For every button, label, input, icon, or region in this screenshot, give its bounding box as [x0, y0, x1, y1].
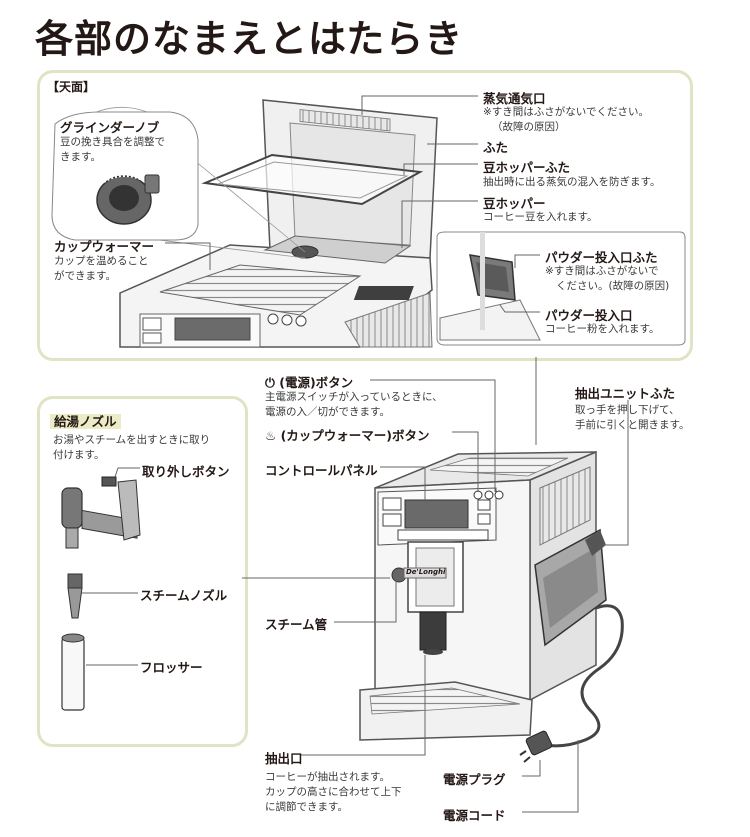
grinder-knob-desc-2: きます。 — [60, 151, 101, 163]
steam-pipe-label: スチーム管 — [265, 617, 328, 632]
frother-label: フロッサー — [140, 660, 203, 675]
powder-inlet-label: パウダー投入口 — [545, 308, 633, 323]
power-button-text: (電源)ボタン — [279, 375, 354, 390]
spout-desc-1: コーヒーが抽出されます。 — [265, 771, 390, 783]
powder-inlet-desc: コーヒー粉を入れます。 — [545, 323, 660, 335]
bean-hopper-lid-desc: 抽出時に出る蒸気の混入を防ぎます。 — [483, 176, 661, 188]
lid-label: ふた — [483, 140, 509, 155]
cup-warmer-label: カップウォーマー — [54, 239, 155, 254]
power-button-desc-1: 主電源スイッチが入っているときに、 — [265, 391, 443, 403]
nozzle-parts — [61, 476, 141, 711]
power-button-label: ⏻ (電源)ボタン — [265, 372, 353, 391]
power-icon: ⏻ — [265, 375, 280, 390]
main-machine — [359, 450, 624, 763]
leader-lines — [82, 95, 629, 813]
bean-hopper-lid-label: 豆ホッパーふた — [483, 160, 571, 175]
nozzle-panel-desc-1: お湯やスチームを出すときに取り — [53, 434, 211, 446]
power-button-desc-2: 電源の入／切ができます。 — [265, 406, 390, 418]
cup-warmer-icon: ♨ — [265, 428, 281, 443]
top-view-panel — [37, 70, 693, 361]
steam-nozzle-label: スチームノズル — [140, 588, 228, 603]
top-view-section-label: 【天面】 — [47, 80, 96, 94]
power-plug-shape — [525, 730, 553, 756]
powder-lid-desc-2: ください。(故障の原因) — [556, 280, 670, 292]
brew-unit-lid-label: 抽出ユニットふた — [575, 386, 676, 401]
brew-unit-desc-2: 手前に引くと開きます。 — [575, 419, 690, 431]
spout-desc-3: に調節できます。 — [265, 801, 348, 813]
control-panel-label: コントロールパネル — [265, 463, 378, 478]
cup-warmer-desc-2: ができます。 — [54, 270, 116, 282]
cup-warmer-shape — [159, 264, 362, 316]
grinder-knob-zoom — [51, 106, 306, 259]
bean-hopper-label: 豆ホッパー — [483, 196, 546, 211]
frother-shape — [61, 637, 85, 711]
bean-hopper-shape — [263, 235, 412, 264]
brew-unit-desc-1: 取っ手を押し下げて、 — [575, 404, 680, 416]
steam-vent-shape — [299, 109, 391, 132]
top-view-machine — [119, 99, 438, 348]
grinder-knob-label: グラインダーノブ — [60, 120, 160, 135]
release-button-shape — [101, 476, 117, 487]
powder-lid-desc-1: ※すき間はふさがないで — [545, 265, 659, 277]
cup-warmer-desc-1: カップを温めること — [54, 255, 149, 267]
cupwarmer-button-text: (カップウォーマー)ボタン — [280, 428, 430, 443]
powder-inlet-inset — [353, 231, 686, 346]
nozzle-panel-title-text: 給湯ノズル — [50, 414, 121, 429]
nozzle-panel-desc-2: 付けます。 — [53, 449, 105, 461]
steam-nozzle-shape — [67, 573, 83, 589]
nozzle-panel — [37, 396, 248, 747]
page-title: 各部のなまえとはたらき — [35, 17, 464, 61]
power-cord-label: 電源コード — [443, 808, 506, 823]
hot-water-nozzle-shape — [61, 487, 83, 529]
release-button-label: 取り外しボタン — [142, 464, 230, 479]
spout-label: 抽出口 — [265, 751, 303, 766]
power-plug-label: 電源プラグ — [443, 772, 506, 787]
cupwarmer-button-label: ♨ (カップウォーマー)ボタン — [265, 425, 430, 444]
nozzle-panel-title: 給湯ノズル — [50, 411, 121, 430]
bean-hopper-desc: コーヒー豆を入れます。 — [483, 211, 598, 223]
powder-inlet-shape — [353, 286, 414, 300]
powder-lid-label: パウダー投入口ふた — [545, 250, 658, 265]
power-cord-shape — [544, 604, 624, 748]
brand-logo: De'Longhi — [406, 568, 446, 576]
steam-vent-desc-2: （故障の原因） — [492, 121, 566, 133]
grinder-knob-desc-1: 豆の挽き具合を調整で — [60, 136, 165, 148]
steam-vent-label: 蒸気通気口 — [483, 91, 546, 106]
bean-hopper-lid-shape — [201, 153, 424, 206]
steam-vent-desc-1: ※すき間はふさがないでください。 — [483, 106, 649, 118]
spout-desc-2: カップの高さに合わせて上下 — [265, 786, 402, 798]
